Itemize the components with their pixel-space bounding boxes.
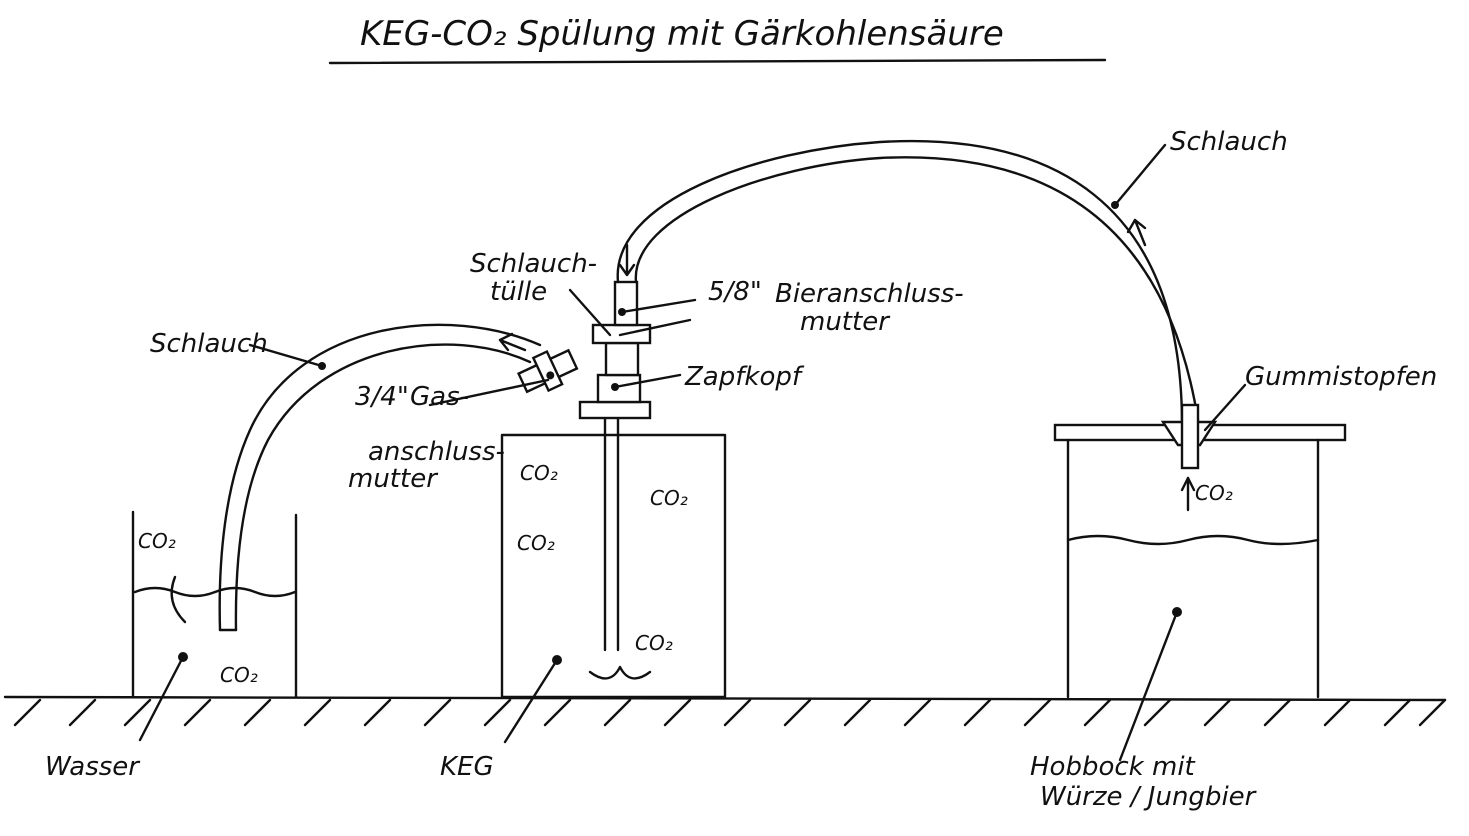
diagram-title: KEG-CO₂ Spülung mit Gärkohlensäure	[360, 14, 1004, 54]
hobbock-label-line1: Hobbock mit	[1030, 752, 1196, 782]
gas-nut-size-label: 3/4"	[355, 382, 409, 412]
hobbock-label-line2: Würze / Jungbier	[1040, 782, 1258, 812]
hose-nozzle-label-line1: Schlauch-	[470, 249, 597, 279]
co2-label-hobbock: CO₂	[1195, 481, 1233, 505]
co2-label-water-top: CO₂	[138, 529, 176, 553]
tap-head-label: Zapfkopf	[684, 362, 805, 392]
keg-label: KEG	[440, 752, 494, 782]
gas-nut-label-line1: Gas-	[410, 382, 469, 412]
hose-top	[616, 139, 1200, 422]
gas-nut-leader	[428, 378, 550, 407]
co2-label-water-bottom: CO₂	[220, 663, 258, 687]
gas-nut-label-line2: anschluss-	[368, 437, 505, 467]
ground	[3, 695, 1447, 727]
gas-connector	[516, 348, 579, 394]
hose-nozzle-leader	[568, 288, 612, 337]
gas-nut-label-line3: mutter	[348, 464, 439, 494]
co2-label-keg-3: CO₂	[517, 531, 555, 555]
hose-nozzle-label-line2: tülle	[490, 277, 547, 307]
rubber-stopper-label: Gummistopfen	[1245, 362, 1437, 392]
hose-left	[218, 323, 542, 632]
water-container	[131, 510, 298, 742]
beer-nut-label-line1: Bieranschluss-	[775, 279, 964, 309]
hose-top-label: Schlauch	[1170, 127, 1288, 157]
beer-nut-label-line2: mutter	[800, 307, 891, 337]
water-label: Wasser	[45, 752, 141, 782]
hobbock	[1053, 383, 1347, 762]
hose-left-label: Schlauch	[150, 329, 268, 359]
co2-label-keg-1: CO₂	[520, 461, 558, 485]
co2-label-keg-2: CO₂	[650, 486, 688, 510]
keg	[500, 433, 727, 744]
title-underline	[328, 58, 1107, 65]
tap-head-assembly	[578, 280, 697, 652]
beer-nut-size-label: 5/8"	[708, 277, 762, 307]
co2-label-keg-4: CO₂	[635, 631, 673, 655]
